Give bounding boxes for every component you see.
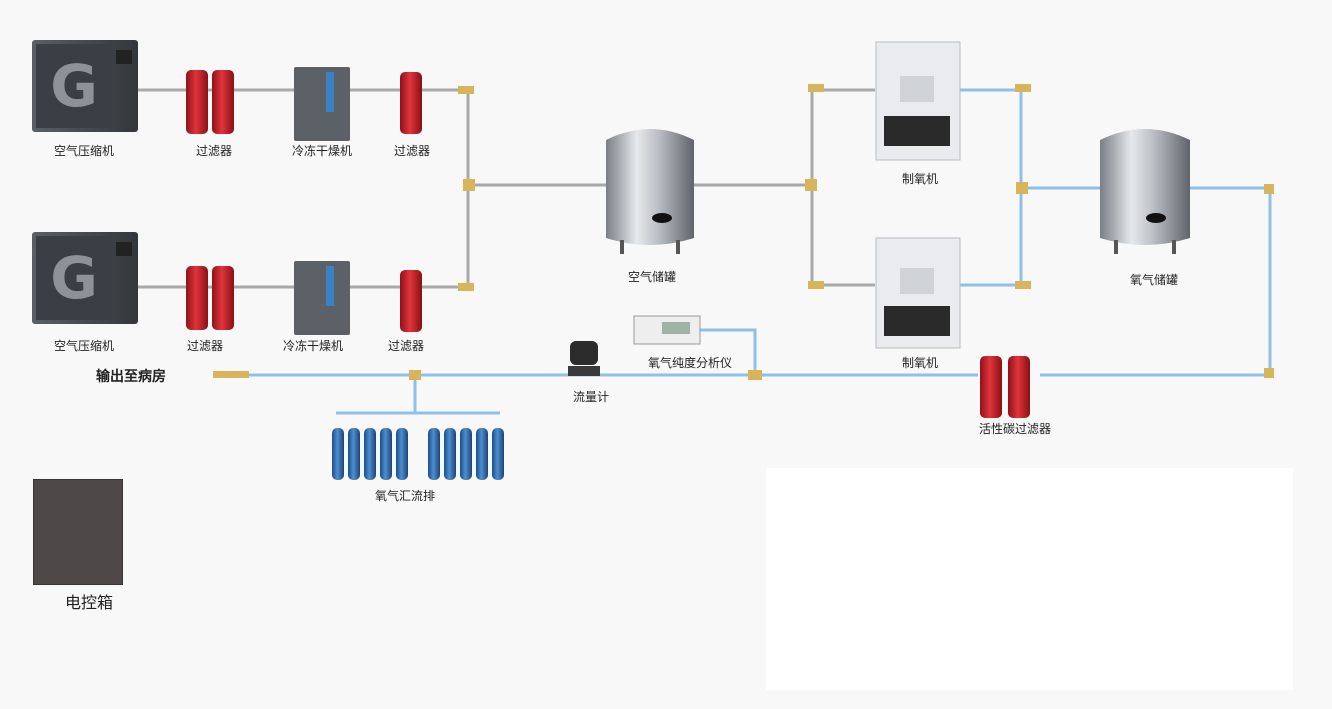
svg-text:G: G: [50, 52, 98, 120]
oxygen-tank-label: 氧气储罐: [1129, 273, 1179, 287]
compressor-label-1: 空气压缩机: [53, 144, 115, 158]
analyzer-label: 氧气纯度分析仪: [647, 356, 733, 370]
filter-label-3: 过滤器: [186, 339, 224, 353]
flowmeter-label: 流量计: [572, 390, 610, 404]
analyzer-icon: [633, 315, 701, 345]
filter-label-4: 过滤器: [387, 339, 425, 353]
storage-tank-icon: [606, 129, 694, 254]
dryer-label-1: 冷冻干燥机: [291, 144, 353, 158]
storage-tank-icon: [1100, 129, 1190, 254]
air-compressor-icon: G: [32, 40, 138, 132]
generator-label-1: 制氧机: [901, 172, 939, 186]
manifold-label: 氧气汇流排: [374, 489, 436, 503]
control-box-label: 电控箱: [64, 593, 114, 612]
air-compressor-icon: G: [32, 232, 138, 324]
generator-label-2: 制氧机: [901, 356, 939, 370]
output-label: 输出至病房: [96, 369, 166, 385]
svg-text:G: G: [50, 244, 98, 312]
control-box: [33, 479, 123, 585]
gas-cylinder-icon: [332, 428, 504, 480]
dryer-icon: [294, 67, 350, 335]
filter-icon: [186, 70, 1030, 418]
oxygen-generator-icon: [875, 41, 961, 349]
air-pipes: [138, 88, 875, 289]
pipe-fittings: [213, 84, 1274, 380]
carbon-filter-label: 活性碳过滤器: [978, 422, 1052, 436]
air-tank-label: 空气储罐: [627, 270, 677, 284]
dryer-label-2: 冷冻干燥机: [282, 339, 344, 353]
blank-panel: [766, 468, 1293, 690]
compressor-label-2: 空气压缩机: [53, 339, 115, 353]
flowmeter-icon: [568, 341, 600, 376]
filter-label-2: 过滤器: [393, 144, 431, 158]
filter-label-1: 过滤器: [195, 144, 233, 158]
